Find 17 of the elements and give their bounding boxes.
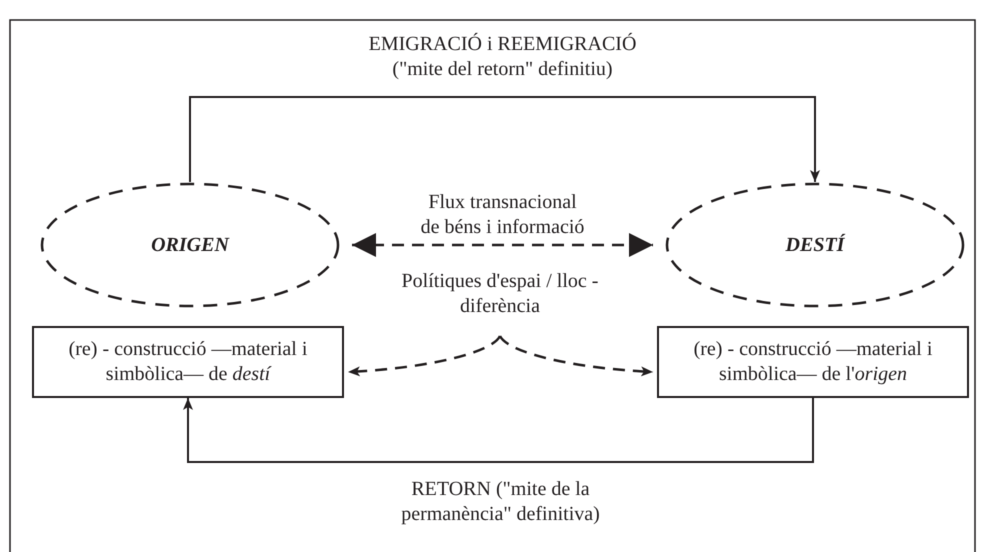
node-text: (re) - construcció —material i simbòlica— de l'origen: [692, 337, 934, 387]
place-label: DESTÍ: [784, 232, 846, 258]
process-box: [32, 326, 344, 398]
edge-label: Flux transnacional de béns i informació: [420, 190, 586, 240]
arrow: [348, 335, 501, 376]
edge-label: EMIGRACIÓ i REEMIGRACIÓ ("mite del retorn" definitiu): [368, 32, 638, 82]
arrow: [189, 96, 820, 182]
place-label: ORIGEN: [150, 232, 230, 258]
node-text: (re) - construcció —material i simbòlica— de destí: [68, 337, 308, 387]
arrow: [499, 335, 654, 376]
dashed-ellipse: [40, 182, 340, 308]
arrow: [183, 398, 814, 463]
process-box: [657, 326, 969, 398]
dashed-ellipse: [665, 182, 965, 308]
arrow: [352, 233, 653, 257]
edge-label: RETORN ("mite de la permanència" definitiva): [400, 477, 601, 527]
node-text: Polítiques d'espai / lloc - diferència: [400, 268, 600, 318]
